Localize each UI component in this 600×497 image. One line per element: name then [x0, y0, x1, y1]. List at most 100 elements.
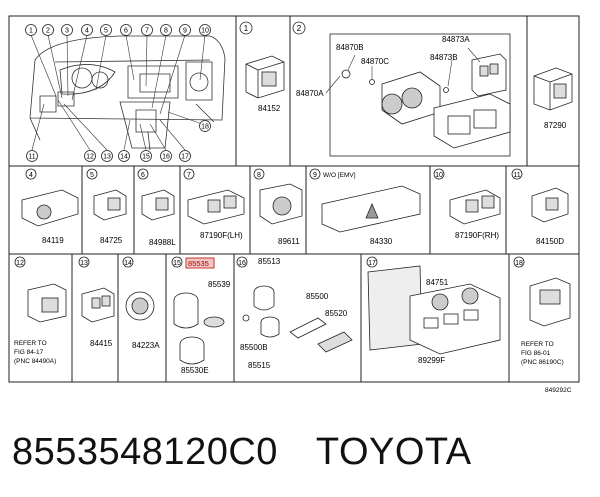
callout-number: 10	[435, 172, 443, 179]
panel-11: 11 84150D	[511, 168, 569, 246]
panel-9: 9 W/O [EMV] 84330	[309, 168, 421, 246]
dashboard-callout-number: 17	[181, 154, 189, 161]
panel-10: 10 87190F(RH)	[433, 168, 501, 240]
part-label: 89299F	[418, 356, 445, 365]
dashboard-callout-number: 5	[104, 28, 108, 35]
panel-13: 13 84415	[78, 256, 115, 348]
panel-2: 2 84870B 84870C 84873A 84873B 84870A	[292, 21, 511, 157]
dashboard-callout-badge	[26, 150, 38, 162]
dashboard-callout-badge	[100, 24, 112, 36]
part-label: 85513	[258, 257, 281, 266]
callout-badge	[183, 168, 195, 180]
dashboard-callout-badge	[141, 24, 153, 36]
panel-border-dashboard	[8, 15, 237, 167]
highlighted-part: 85535	[188, 259, 209, 268]
part-label: 84870C	[361, 57, 389, 66]
part-label: 87290	[544, 121, 567, 130]
part-number: 8553548120C0	[12, 431, 278, 473]
hazard-switch-84330-illustration	[321, 185, 421, 233]
panel-12: 12 REFER TO FIG 84-17 (PNC 84490A)	[14, 256, 67, 365]
callout-number: 9	[313, 172, 317, 179]
panel-2b: 87290	[533, 67, 573, 130]
switch-84119-illustration	[21, 189, 79, 227]
panel-15: 15 85535 85539 85530E	[171, 256, 231, 375]
panel-18: 18 REFER TO FIG 86-01 (PNC 86190C)	[513, 256, 571, 366]
part-label: 84119	[42, 236, 64, 245]
panel-17: 17 84751 89299F	[366, 256, 501, 365]
callout-number: 2	[297, 24, 302, 33]
callout-number: 11	[513, 172, 520, 179]
dashboard-callout-number: 13	[103, 154, 111, 161]
dashboard-callout-number: 8	[164, 28, 168, 35]
part-label: 84415	[90, 339, 113, 348]
callout-number: 14	[124, 260, 132, 267]
panel-14: 14 84223A	[122, 256, 160, 350]
dashboard-callout-badge	[25, 24, 37, 36]
dashboard-callout-badge	[199, 24, 211, 36]
switch-89611-illustration	[259, 183, 303, 225]
dashboard-callout-number: 4	[85, 28, 89, 35]
dashboard-callout-number: 6	[124, 28, 128, 35]
dashboard-callout-badge	[42, 24, 54, 36]
part-label: 84725	[100, 236, 123, 245]
panel-7: 7 87190F(LH)	[183, 168, 245, 240]
dashboard-callout-number: 12	[86, 154, 94, 161]
callout-badge	[137, 168, 149, 180]
refer-line: REFER TO	[521, 341, 554, 348]
switch-87290-illustration	[533, 67, 573, 111]
part-label: 84873A	[442, 35, 470, 44]
callout-badge	[86, 168, 98, 180]
callout-number: 16	[238, 260, 246, 267]
part-label: 85520	[325, 309, 348, 318]
switch-84870-illustration	[341, 53, 511, 149]
part-label: 84988L	[149, 238, 176, 247]
callout-badge	[122, 256, 134, 268]
dashboard-callout-number: 11	[28, 154, 35, 161]
dashboard-callout-number: 9	[183, 28, 187, 35]
callout-badge	[511, 168, 523, 180]
part-label: 89611	[278, 237, 300, 246]
callout-badge	[25, 168, 37, 180]
dashboard-callout-number: 16	[162, 154, 170, 161]
callout-badge	[366, 256, 378, 268]
dashboard-callout-number: 2	[46, 28, 50, 35]
switch-84150D-illustration	[531, 187, 569, 223]
refer-line: (PNC 86190C)	[521, 359, 564, 366]
dashboard-callout-number: 14	[120, 154, 128, 161]
socket-85530E-illustration	[173, 292, 225, 365]
dashboard-callout-badge	[160, 150, 172, 162]
part-label: 85530E	[181, 366, 209, 375]
callout-number: 4	[29, 172, 33, 179]
callout-badge	[236, 256, 248, 268]
callout-number: 13	[80, 260, 88, 267]
dashboard-callout-badge	[120, 24, 132, 36]
climate-panel-illustration	[367, 265, 501, 355]
callout-number: 5	[90, 172, 94, 179]
switch-87190F-LH-illustration	[187, 189, 245, 225]
socket-85500-illustration	[242, 285, 353, 353]
callout-number: 8	[257, 172, 261, 179]
part-label: 85539	[208, 280, 231, 289]
dashboard-callout-badge	[81, 24, 93, 36]
dashboard-callout-badge	[199, 120, 211, 132]
dashboard-callout-badge	[179, 150, 191, 162]
refer-line: REFER TO	[14, 340, 47, 347]
refer-line: FIG 84-17	[14, 349, 44, 356]
part-label: 84870B	[336, 43, 364, 52]
dashboard-callout-badge	[61, 24, 73, 36]
dashboard-callout-badge	[140, 150, 152, 162]
panel-1: 1 84152	[239, 21, 285, 113]
callout-number: 7	[187, 172, 191, 179]
switch-87190F-RH-illustration	[449, 189, 501, 225]
callout-badge	[309, 168, 321, 180]
part-label: 87190F(RH)	[455, 231, 499, 240]
dashboard-callout-badge	[179, 24, 191, 36]
callout-number: 1	[244, 24, 249, 33]
panel-16: 16 85513 85500 85520 85500B 85515	[236, 256, 353, 370]
callout-badge	[513, 256, 525, 268]
dashboard-callout-badge	[84, 150, 96, 162]
switch-84725-illustration	[93, 189, 127, 221]
switch-84988L-illustration	[141, 189, 175, 221]
